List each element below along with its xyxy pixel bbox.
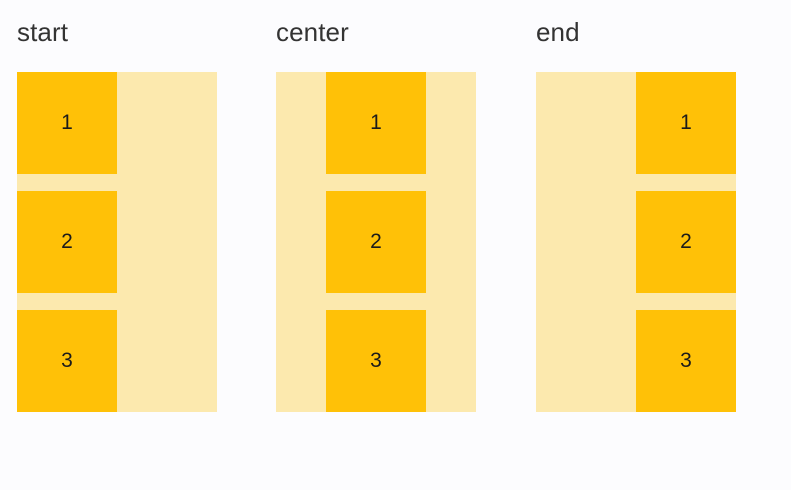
flex-item: 2 (636, 191, 736, 293)
flex-item: 2 (326, 191, 426, 293)
flex-item-label: 2 (680, 230, 692, 253)
flex-container-end: 1 2 3 (536, 72, 736, 412)
flex-item-label: 1 (680, 111, 692, 134)
flex-item-label: 3 (61, 349, 73, 372)
flex-item-label: 1 (370, 111, 382, 134)
flex-item-label: 3 (370, 349, 382, 372)
flex-item-label: 1 (61, 111, 73, 134)
flex-container-start: 1 2 3 (17, 72, 217, 412)
flex-container-center: 1 2 3 (276, 72, 476, 412)
flex-item: 3 (326, 310, 426, 412)
flex-item: 1 (326, 72, 426, 174)
flex-item-label: 2 (370, 230, 382, 253)
flex-item: 3 (17, 310, 117, 412)
flex-item: 1 (17, 72, 117, 174)
flex-item-label: 3 (680, 349, 692, 372)
flex-item: 3 (636, 310, 736, 412)
flex-item-label: 2 (61, 230, 73, 253)
flex-item: 1 (636, 72, 736, 174)
column-label-center: center (276, 17, 349, 47)
flex-item: 2 (17, 191, 117, 293)
column-label-end: end (536, 17, 580, 47)
column-label-start: start (17, 17, 69, 47)
